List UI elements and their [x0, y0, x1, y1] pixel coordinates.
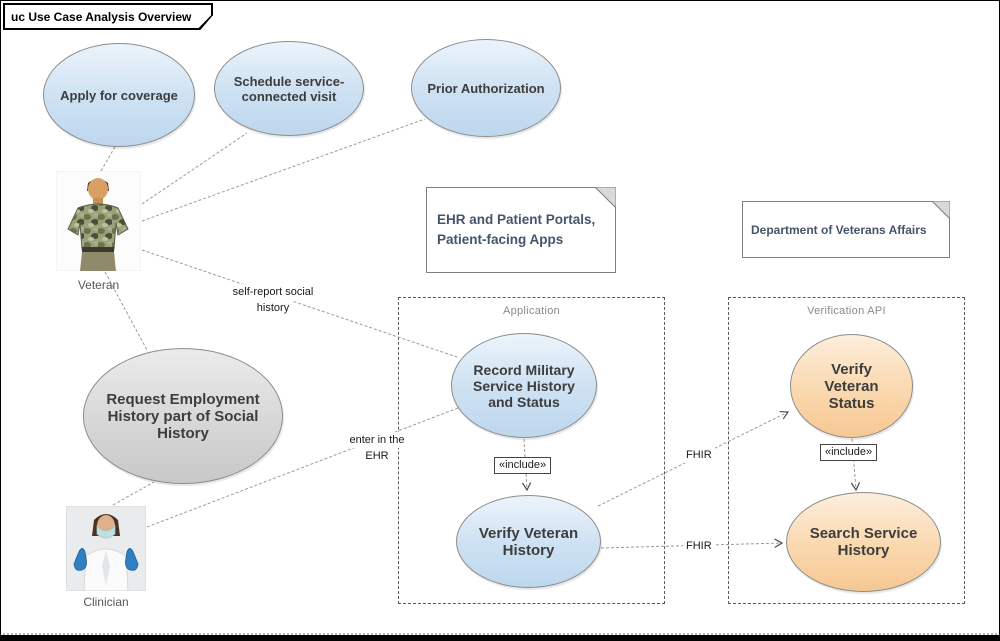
frame-title-tab: uc Use Case Analysis Overview — [3, 3, 213, 30]
usecase-apply-for-coverage[interactable]: Apply for coverage — [43, 43, 195, 147]
edge-veteran-apply — [100, 144, 117, 172]
note-fold-icon — [932, 201, 950, 219]
veteran-label: Veteran — [77, 278, 120, 292]
edge-label-self-report-line1: self-report social — [229, 284, 317, 300]
note-fold-icon — [595, 187, 616, 208]
usecase-request-employment[interactable]: Request Employment History part of Socia… — [83, 348, 283, 484]
edge-clinician-record-military — [146, 407, 459, 528]
usecase-search-service-history[interactable]: Search Service History — [786, 492, 941, 592]
clinician-photo[interactable] — [65, 505, 147, 596]
veteran-photo[interactable] — [55, 170, 142, 276]
edge-label-fhir-top[interactable]: FHIR — [683, 447, 715, 463]
include-label-application[interactable]: «include» — [494, 457, 552, 474]
edge-label-fhir-bottom[interactable]: FHIR — [683, 538, 715, 554]
usecase-verify-veteran-history[interactable]: Verify Veteran History — [456, 495, 601, 588]
clinician-label: Clinician — [83, 595, 129, 609]
note-va-text: Department of Veterans Affairs — [751, 222, 927, 237]
usecase-record-military[interactable]: Record Military Service History and Stat… — [451, 333, 597, 438]
clinician-photo-illustration — [65, 505, 147, 592]
edge-clinician-request-employment — [112, 481, 155, 506]
veteran-photo-illustration — [55, 170, 142, 272]
note-department-veterans-affairs[interactable]: Department of Veterans Affairs — [742, 201, 950, 258]
frame-bottom-border — [1, 635, 999, 640]
edge-label-enter-ehr-line2: EHR — [362, 448, 392, 464]
frame-title: uc Use Case Analysis Overview — [5, 5, 211, 28]
include-label-verification-api[interactable]: «include» — [820, 444, 878, 461]
edge-label-enter-ehr-line1: enter in the — [346, 432, 408, 448]
boundary-application[interactable]: Application — [398, 297, 665, 604]
boundary-application-label: Application — [502, 305, 561, 317]
edge-label-enter-ehr[interactable]: enter in the EHR — [331, 432, 423, 464]
usecase-schedule-visit[interactable]: Schedule service-connected visit — [214, 41, 364, 136]
note-ehr-text: EHR and Patient Portals, Patient-facing … — [437, 212, 596, 247]
edge-veteran-prior-auth — [141, 118, 426, 222]
edge-include-verifystatus-searchservice — [850, 438, 861, 492]
edge-label-self-report[interactable]: self-report social history — [213, 284, 333, 316]
usecase-prior-authorization[interactable]: Prior Authorization — [411, 39, 561, 137]
edge-label-self-report-line2: history — [253, 300, 293, 316]
edge-veteran-schedule — [141, 132, 248, 205]
usecase-verify-veteran-status[interactable]: Verify Veteran Status — [790, 334, 913, 438]
boundary-verification-api[interactable]: Verification API — [728, 297, 965, 604]
boundary-verification-api-label: Verification API — [807, 305, 886, 317]
edge-veteran-record-military — [141, 249, 458, 358]
note-ehr-patient-portals[interactable]: EHR and Patient Portals, Patient-facing … — [426, 187, 616, 273]
